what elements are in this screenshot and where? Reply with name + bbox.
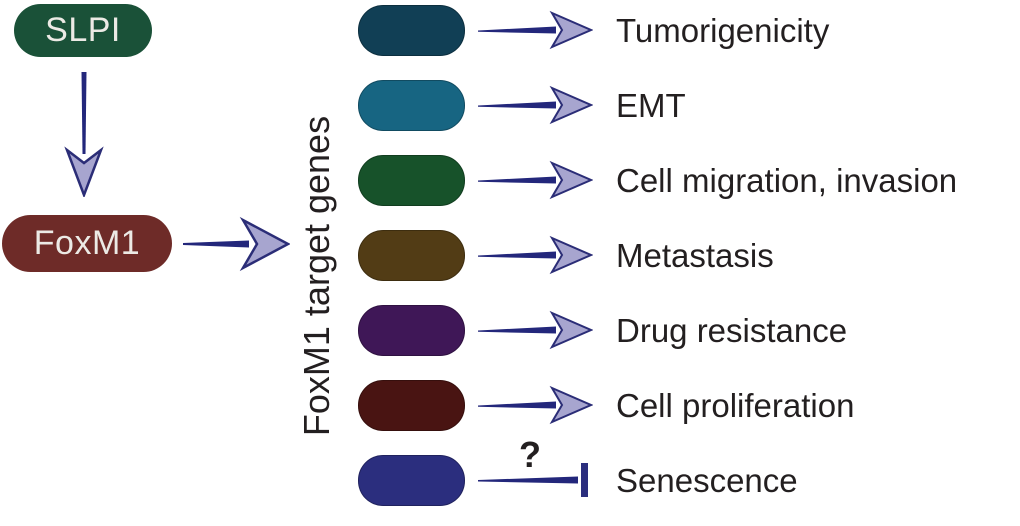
down-arrow-icon <box>64 72 104 197</box>
gene-pill-3 <box>358 155 465 206</box>
gene-pill-1 <box>358 5 465 56</box>
target-label-cell-proliferation: Cell proliferation <box>616 386 855 424</box>
gene-pill-2 <box>358 80 465 131</box>
target-genes-axis-label: FoxM1 target genes <box>296 115 337 437</box>
target-label-tumorigenicity: Tumorigenicity <box>616 11 830 49</box>
target-label-drug-resistance: Drug resistance <box>616 311 848 349</box>
target-label-emt: EMT <box>616 86 686 124</box>
gene-pill-6 <box>358 380 465 431</box>
slpi-node: SLPI <box>14 4 152 57</box>
activation-arrow-icon <box>478 85 593 125</box>
activation-arrow-icon <box>478 310 593 350</box>
target-label-cell-migration: Cell migration, invasion <box>616 161 958 199</box>
gene-pill-4 <box>358 230 465 281</box>
activation-arrow-icon <box>478 385 593 425</box>
foxm1-output-arrow-icon <box>183 216 290 272</box>
foxm1-label: FoxM1 <box>33 224 141 262</box>
uncertainty-question-mark: ? <box>519 434 541 475</box>
gene-pill-5 <box>358 305 465 356</box>
activation-arrow-icon <box>478 235 593 275</box>
activation-arrow-icon <box>478 160 593 200</box>
activation-arrow-icon <box>478 10 593 50</box>
foxm1-node: FoxM1 <box>2 215 172 272</box>
gene-pill-7 <box>358 455 465 506</box>
target-label-senescence: Senescence <box>616 461 798 499</box>
inhibition-bar-icon <box>478 463 588 497</box>
target-label-metastasis: Metastasis <box>616 236 774 274</box>
slpi-label: SLPI <box>45 11 121 49</box>
